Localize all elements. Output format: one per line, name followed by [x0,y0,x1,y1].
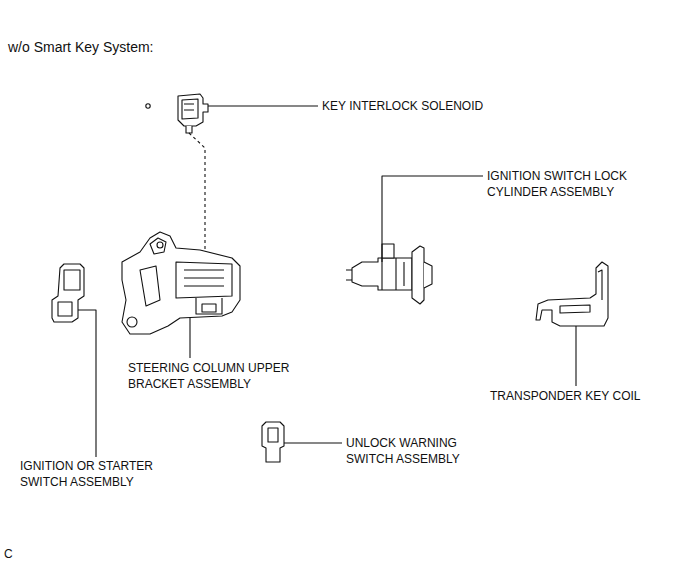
leader-lines [189,318,190,358]
bracket-figure [184,270,224,286]
key-coil-figure [598,270,602,300]
solenoid-figure [184,104,194,110]
lock-cylinder-figure [346,270,352,280]
key-coil-figure [560,305,590,313]
solenoid-figure [146,104,150,108]
part-label: IGNITION OR STARTER SWITCH ASSEMBLY [20,458,185,490]
figure-code: C [4,546,24,562]
ignition-switch-figure [52,264,84,322]
ignition-switch-figure [64,270,80,290]
key-coil-figure [536,262,608,326]
bracket-figure [150,238,166,254]
solenoid-figure [186,126,192,133]
solenoid-figure [146,94,208,133]
bracket-figure [202,304,216,312]
lock-cylinder-figure [346,244,432,304]
lock-cylinder-figure [382,258,404,290]
leader-lines [575,326,576,386]
leader-lines [78,310,96,457]
solenoid-figure [182,99,198,119]
unlock-switch-figure [262,422,284,462]
part-label: IGNITION SWITCH LOCK CYLINDER ASSEMBLY [487,168,657,200]
bracket-figure [157,242,163,248]
bracket-figure [122,232,240,334]
key-coil-figure [536,262,608,326]
parts-illustration [52,94,608,462]
unlock-switch-figure [268,428,278,442]
unlock-switch-figure [262,422,284,462]
bracket-figure [127,317,137,327]
lock-cylinder-figure [352,258,412,290]
bracket-figure [122,232,240,334]
part-label: TRANSPONDER KEY COIL [490,388,680,404]
leader-lines [78,106,576,457]
bracket-figure [196,298,222,314]
solenoid-figure [178,94,208,126]
leader-lines [208,105,318,106]
ignition-switch-figure [58,302,72,316]
leader-lines [382,176,483,262]
part-label: UNLOCK WARNING SWITCH ASSEMBLY [346,435,486,467]
assembly-dashed-line [189,133,205,262]
bracket-figure [176,262,232,298]
bracket-figure [140,266,160,306]
part-label: STEERING COLUMN UPPER BRACKET ASSEMBLY [128,360,323,392]
page-title: w/o Smart Key System: [8,38,153,56]
lock-cylinder-figure [424,262,432,288]
ignition-switch-figure [52,264,84,322]
lock-cylinder-figure [382,244,394,258]
leader-lines [284,442,342,443]
lock-cylinder-figure [412,246,424,304]
part-label: KEY INTERLOCK SOLENOID [322,98,542,114]
